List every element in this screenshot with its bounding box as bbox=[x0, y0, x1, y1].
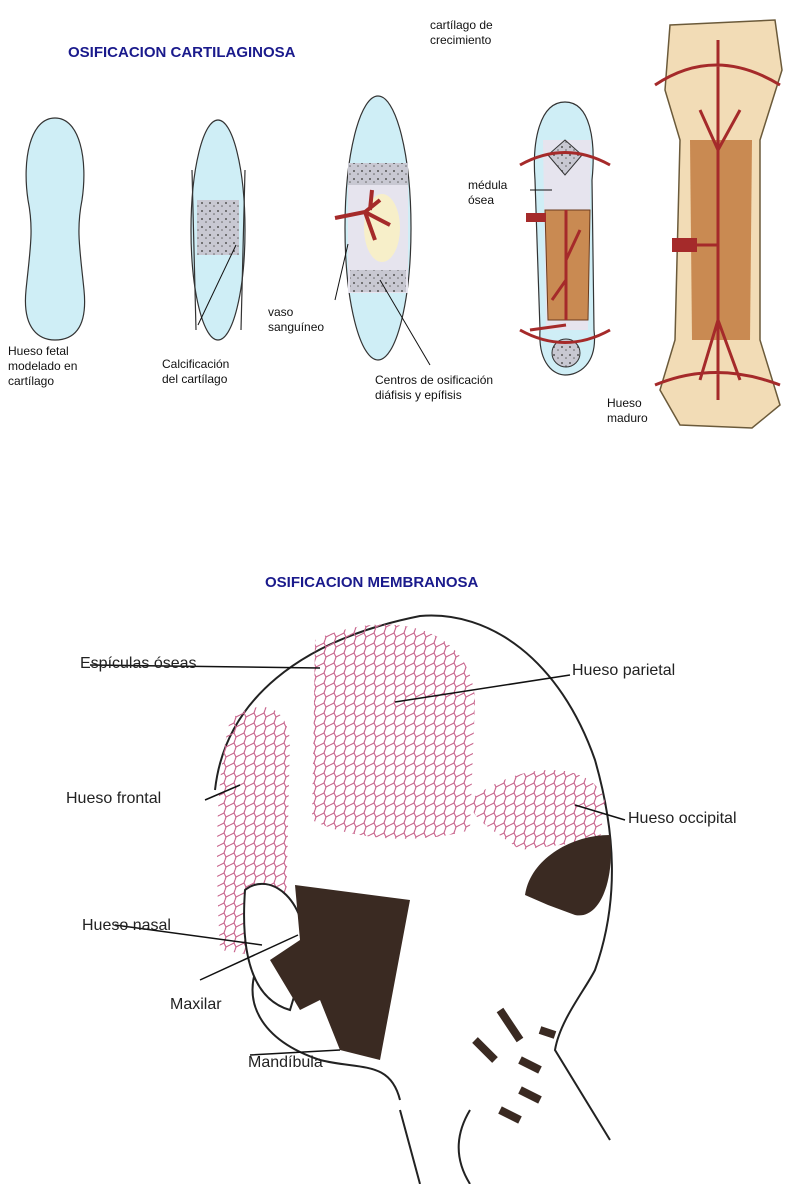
label-mandible: Mandíbula bbox=[248, 1054, 323, 1071]
label-growth-cartilage: cartílago de crecimiento bbox=[430, 18, 493, 47]
label-bone-marrow: médula ósea bbox=[468, 178, 508, 207]
ossification-center-bone bbox=[334, 95, 431, 366]
label-occipital: Hueso occipital bbox=[628, 810, 737, 827]
label-mature-bone: Hueso maduro bbox=[607, 396, 648, 425]
label-ossification-centers: Centros de osificación diáfisis y epífis… bbox=[375, 373, 494, 402]
label-spicules: Espículas óseas bbox=[80, 655, 197, 672]
label-calcification: Calcificación del cartílago bbox=[162, 357, 230, 386]
label-nasal: Hueso nasal bbox=[82, 917, 171, 934]
mature-bone bbox=[654, 19, 783, 429]
calcification-bone bbox=[190, 119, 246, 341]
label-frontal: Hueso frontal bbox=[66, 790, 162, 807]
fetal-skull bbox=[89, 614, 626, 1184]
fetal-cartilage-bone bbox=[24, 117, 86, 341]
cartilaginous-title: OSIFICACION CARTILAGINOSA bbox=[68, 44, 296, 61]
label-fetal-bone: Hueso fetal modelado en cartílago bbox=[8, 344, 78, 388]
membranous-title: OSIFICACION MEMBRANOSA bbox=[265, 574, 479, 591]
label-parietal: Hueso parietal bbox=[572, 662, 676, 679]
label-maxilla: Maxilar bbox=[170, 996, 222, 1013]
label-blood-vessel: vaso sanguíneo bbox=[268, 305, 325, 334]
growing-bone bbox=[519, 101, 611, 376]
